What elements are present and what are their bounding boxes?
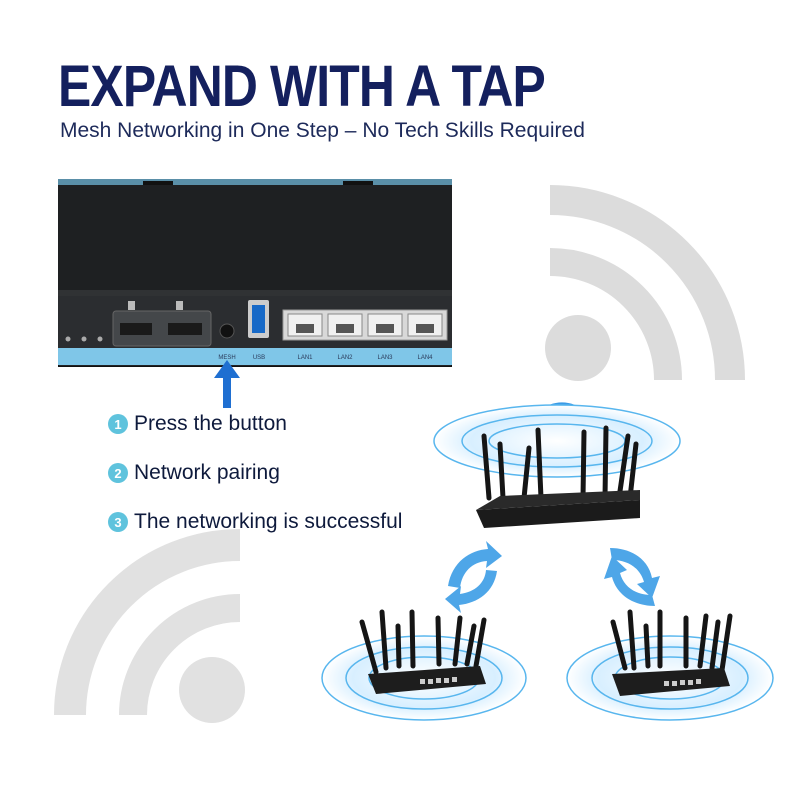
step-text: Press the button [134,412,287,435]
step-3: 3 The networking is successful [108,510,402,534]
port-label-lan1: LAN1 [297,355,313,361]
step-number-badge: 3 [108,512,128,532]
router [610,609,733,696]
port-label-lan2: LAN2 [337,355,353,361]
sync-arrows-icon [604,548,660,606]
port-label-mesh: MESH [218,355,235,361]
mesh-button [219,323,235,339]
port-label-lan4: LAN4 [417,355,433,361]
wifi-icon [54,529,241,716]
sync-arrows-icon [445,541,502,613]
step-text: Network pairing [134,461,280,484]
step-2: 2 Network pairing [108,461,280,485]
port-label-usb: USB [253,355,265,361]
signal-rings [433,404,681,478]
main-router [476,425,640,528]
page-subtitle: Mesh Networking in One Step – No Tech Sk… [60,119,585,142]
step-text: The networking is successful [134,510,403,533]
wifi-dot-icon [179,657,245,723]
router-back-panel: MESH USB LAN1 LAN2 LAN3 LAN4 [58,179,452,367]
step-number-badge: 1 [108,414,128,434]
arrow-up-icon [214,360,240,408]
wifi-dot-icon [545,315,611,381]
step-1: 1 Press the button [108,412,287,436]
port-label-lan3: LAN3 [377,355,393,361]
page-title: EXPAND WITH A TAP [58,54,546,119]
wifi-icon [549,185,745,381]
step-number-badge: 2 [108,463,128,483]
router [359,609,487,694]
